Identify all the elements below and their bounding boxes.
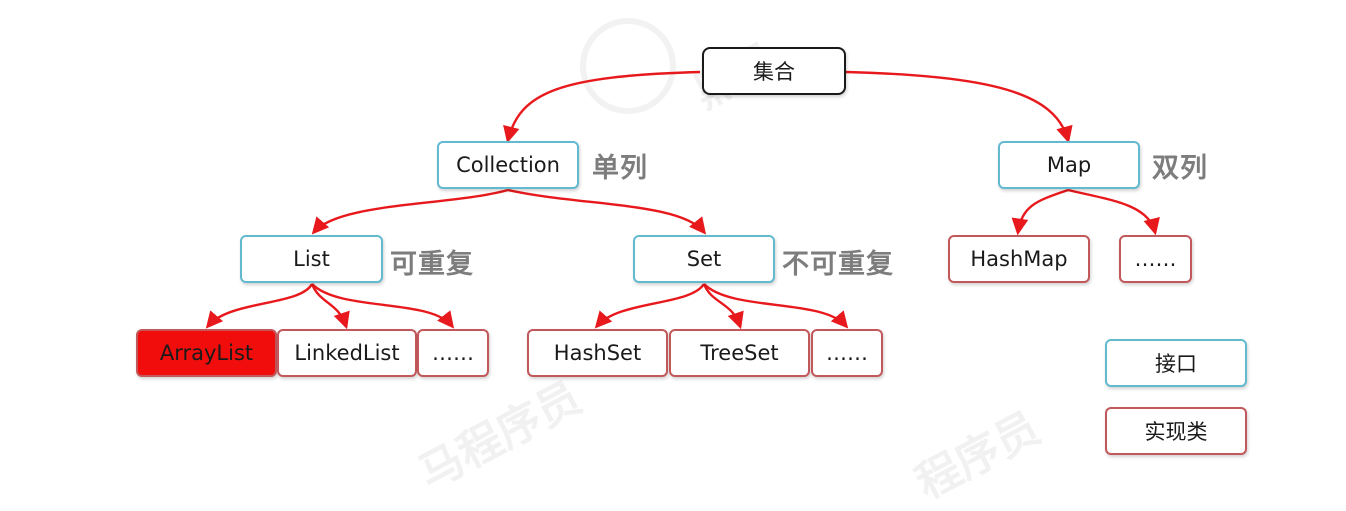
note-single-column: 单列: [592, 153, 648, 184]
edge-set-hashset: [594, 283, 706, 329]
edge-list-linkedlist: [310, 283, 350, 330]
edge-collection-list: [311, 188, 509, 235]
note-double-column: 双列: [1152, 153, 1208, 184]
edge-list-arraylist: [205, 283, 314, 329]
legend-implementation-class: 实现类: [1105, 407, 1247, 455]
edge-list-more: [311, 283, 455, 329]
watermark-text: 马程序员: [410, 372, 590, 500]
node-list-more: ……: [417, 329, 489, 377]
node-hashset: HashSet: [527, 329, 668, 377]
node-arraylist: ArrayList: [136, 329, 277, 377]
legend-interface: 接口: [1105, 339, 1247, 387]
node-collection: Collection: [437, 141, 579, 189]
diagram-canvas: 黑马 马程序员 程序员 集合 Collection 单列 Map 双列: [136, 18, 1247, 509]
edge-map-more: [1067, 188, 1160, 236]
node-set-more: ……: [811, 329, 883, 377]
watermark-text: 程序员: [907, 402, 1049, 510]
node-map-more: ……: [1119, 235, 1192, 283]
note-list-repeatable: 可重复: [390, 249, 474, 280]
edge-root-map: [845, 70, 1073, 144]
node-collections-root: 集合: [702, 47, 846, 95]
node-treeset: TreeSet: [669, 329, 810, 377]
edge-set-treeset: [702, 283, 744, 330]
edge-set-more: [703, 283, 849, 329]
node-set: Set: [633, 235, 775, 283]
node-list: List: [240, 235, 383, 283]
watermark-logo: [580, 18, 676, 114]
node-linkedlist: LinkedList: [277, 329, 417, 377]
node-map: Map: [998, 141, 1140, 189]
edge-map-hashmap: [1011, 188, 1069, 236]
note-set-non-repeatable: 不可重复: [782, 249, 894, 280]
node-hashmap: HashMap: [948, 235, 1090, 283]
edge-collection-set: [507, 188, 707, 235]
